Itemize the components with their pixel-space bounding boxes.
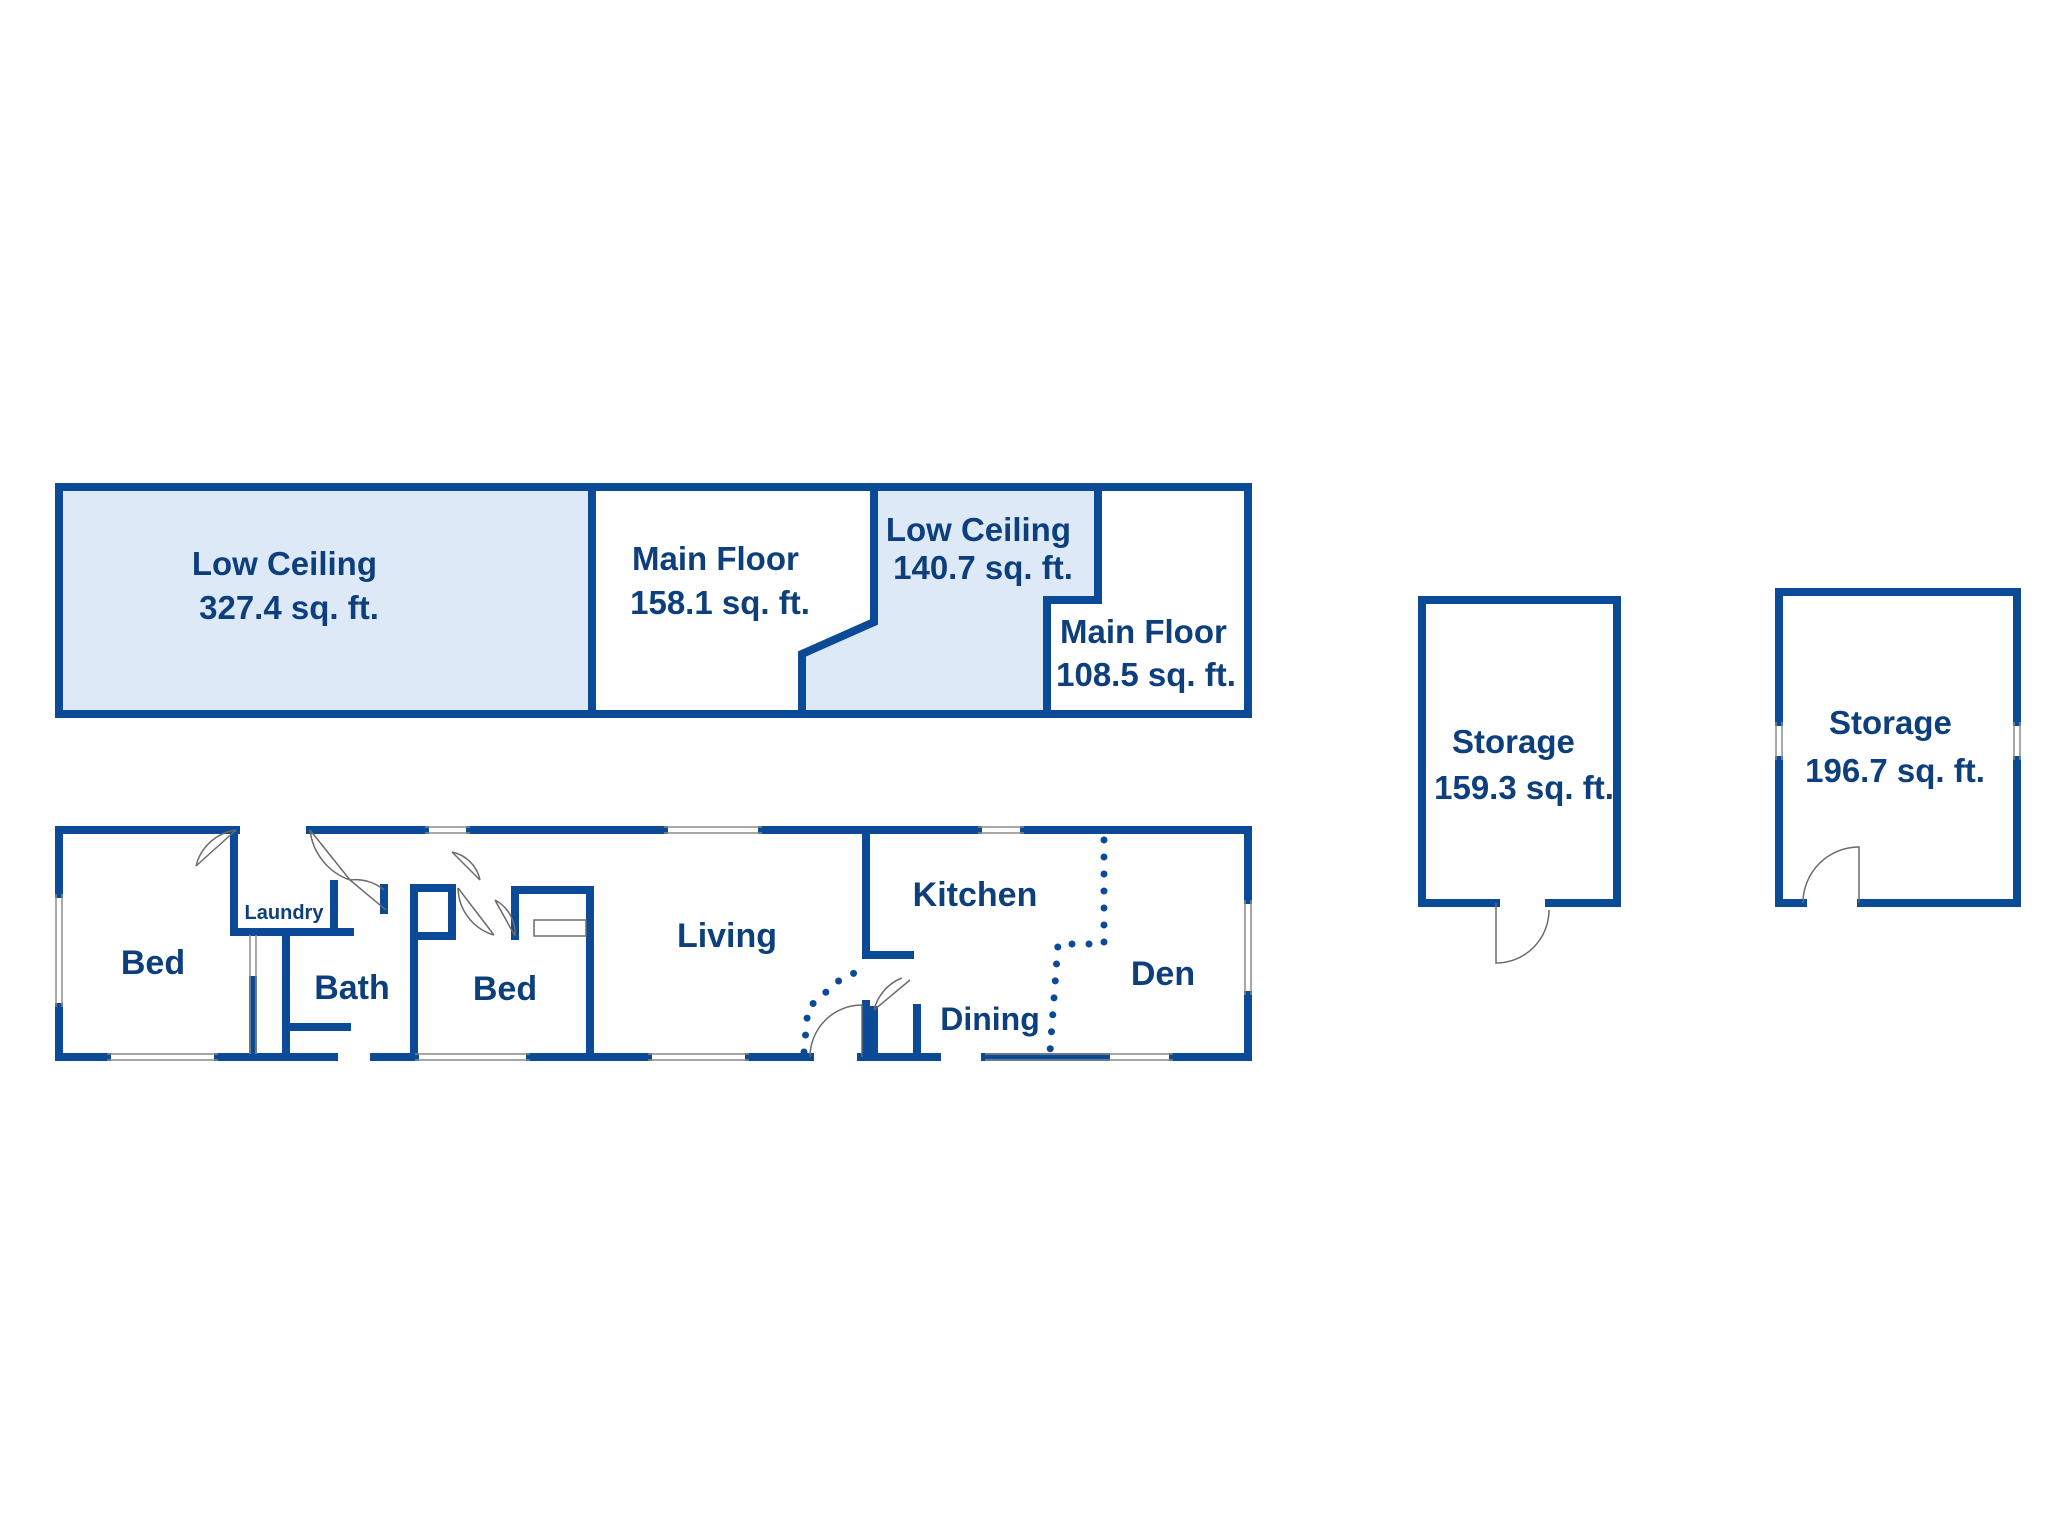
upper-room-2-area: 158.1 sq. ft. bbox=[630, 584, 810, 621]
main-floor-walls bbox=[55, 826, 1252, 1061]
room-label-living: Living bbox=[677, 917, 777, 955]
storage-building-1: Storage 159.3 sq. ft. bbox=[1418, 596, 1621, 964]
storage-building-2: Storage 196.7 sq. ft. bbox=[1775, 588, 2021, 907]
main-floor: Bed Laundry Bath Bed Living Kitchen Dini… bbox=[55, 826, 1252, 1061]
kitchen-den-opening bbox=[1046, 836, 1108, 1056]
storage-2-name: Storage bbox=[1829, 704, 1952, 741]
svg-text:Low Ceiling 327.4 sq. ft: Low Ceiling 327.4 sq. ft. bbox=[192, 545, 386, 626]
upper-floor-outline bbox=[55, 483, 1252, 718]
upper-floor: Low Ceiling 327.4 sq. ft. Main Floor 158… bbox=[55, 483, 1252, 718]
upper-room-3-name: Low Ceiling bbox=[886, 511, 1071, 548]
upper-room-4-area: 108.5 sq. ft. bbox=[1056, 656, 1236, 693]
room-label-bed-1: Bed bbox=[121, 944, 185, 982]
svg-text:Storage 159.3 sq. ft.: Storage 159.3 sq. ft. bbox=[1434, 723, 1614, 806]
room-label-laundry: Laundry bbox=[245, 902, 325, 924]
main-floor-windows bbox=[55, 826, 1252, 1061]
svg-text:Low Ceiling 140.7 sq. ft: Low Ceiling 140.7 sq. ft. bbox=[886, 511, 1080, 586]
upper-room-2-name: Main Floor bbox=[632, 540, 799, 577]
main-floor-doors bbox=[195, 829, 911, 1058]
upper-wall-2 bbox=[798, 483, 878, 718]
storage-1-name: Storage bbox=[1452, 723, 1575, 760]
upper-room-3-area: 140.7 sq. ft. bbox=[893, 549, 1073, 586]
upper-room-4-name: Main Floor bbox=[1060, 613, 1227, 650]
storage-2-area: 196.7 sq. ft. bbox=[1805, 752, 1985, 789]
svg-text:Main Floor 158.1 sq. ft.: Main Floor 158.1 sq. ft. bbox=[630, 540, 810, 621]
room-label-bath: Bath bbox=[314, 969, 390, 1007]
room-label-dining: Dining bbox=[940, 1001, 1040, 1037]
room-label-den: Den bbox=[1131, 955, 1195, 993]
upper-wall-3 bbox=[1043, 483, 1102, 718]
living-kitchen-opening bbox=[800, 966, 866, 1056]
room-label-kitchen: Kitchen bbox=[913, 876, 1038, 914]
upper-room-1-name: Low Ceiling bbox=[192, 545, 377, 582]
low-ceiling-area-1 bbox=[59, 487, 592, 714]
storage-1-area: 159.3 sq. ft. bbox=[1434, 769, 1614, 806]
upper-room-1-area: 327.4 sq. ft. bbox=[199, 589, 379, 626]
svg-text:Storage 196.7 sq. ft.: Storage 196.7 sq. ft. bbox=[1805, 704, 1985, 789]
room-label-bed-2: Bed bbox=[473, 970, 537, 1008]
svg-text:Main Floor 108.5 sq. ft.: Main Floor 108.5 sq. ft. bbox=[1056, 613, 1236, 693]
